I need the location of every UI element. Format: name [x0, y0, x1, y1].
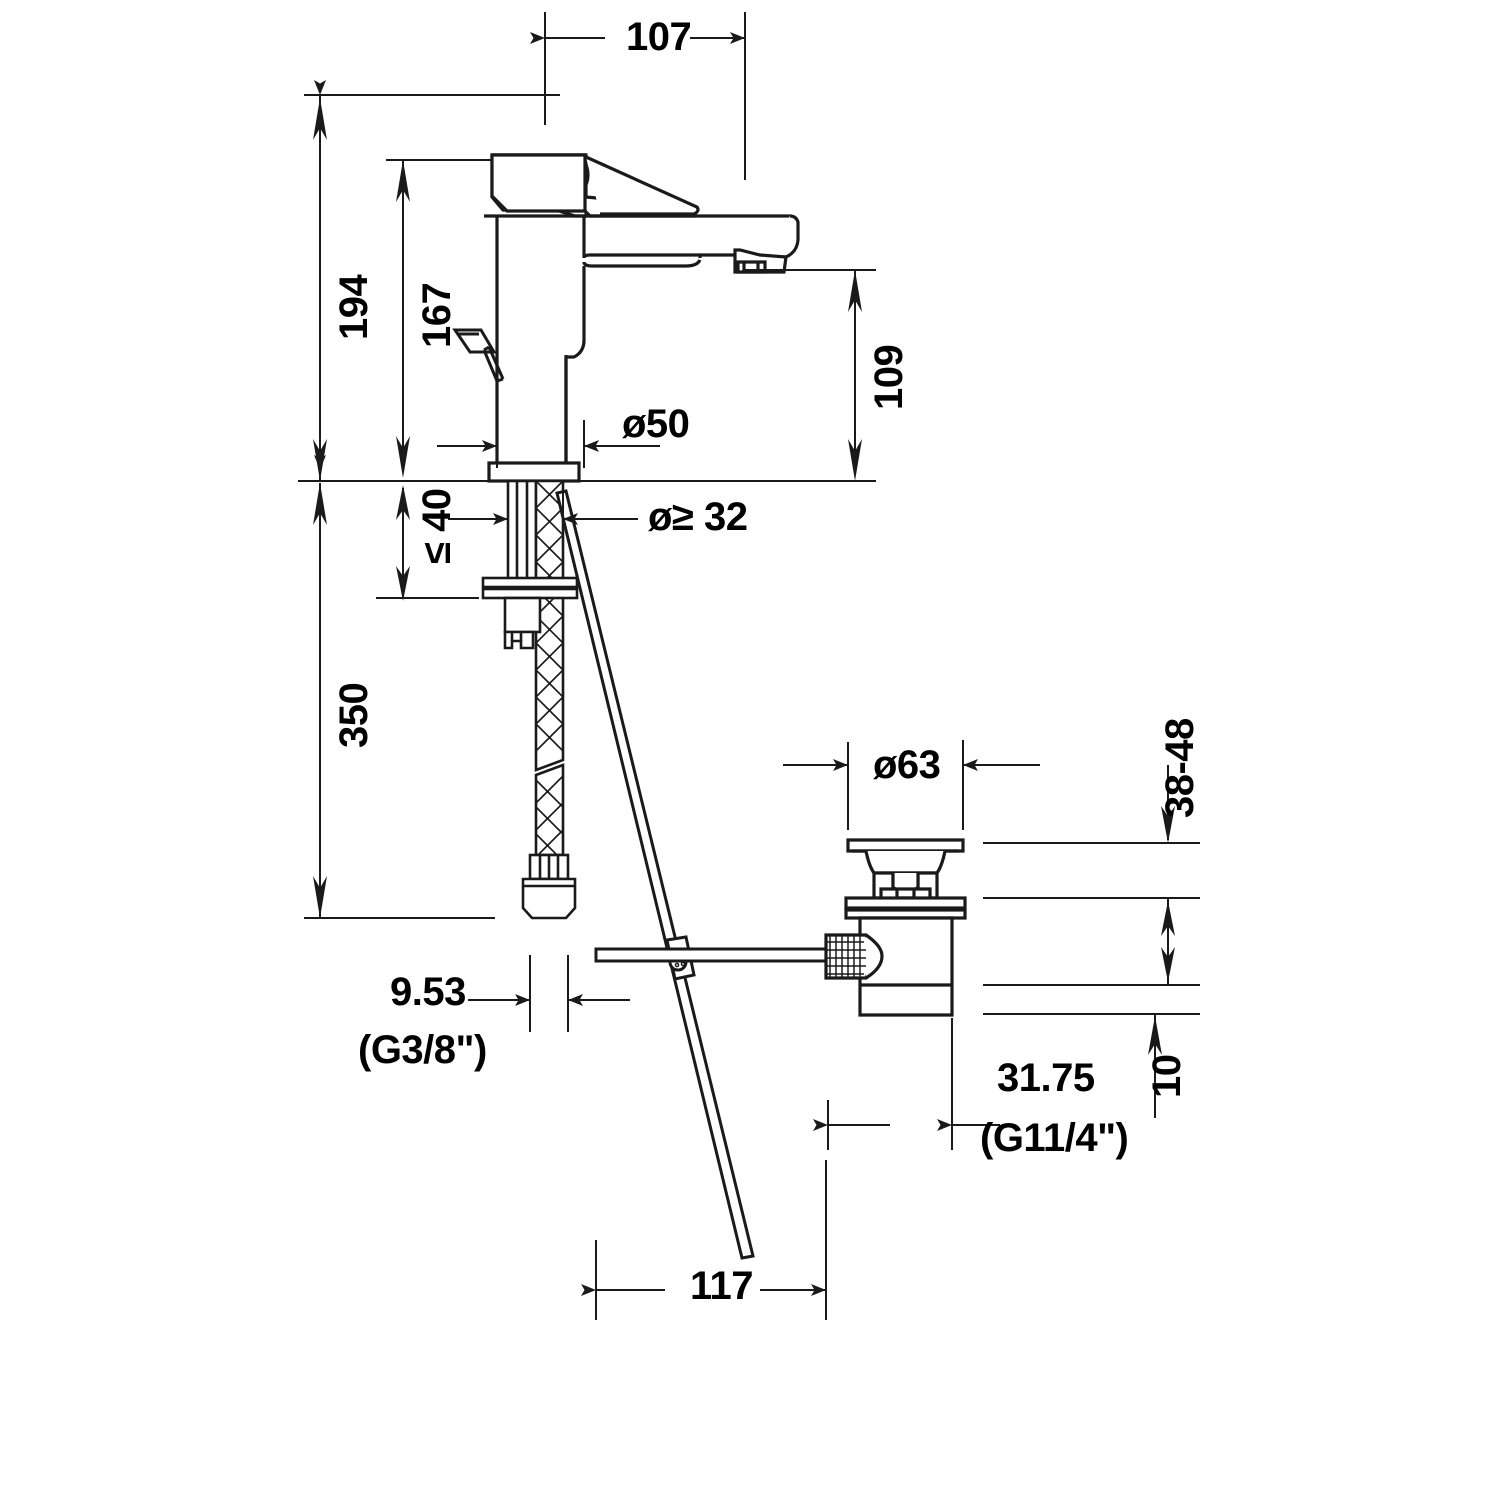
- dimension-label-g38: (G3/8"): [358, 1028, 487, 1072]
- dimension-label-117: 117: [690, 1264, 754, 1308]
- dimension-label-9-53: 9.53: [390, 970, 466, 1014]
- dimension-label-max-40: ≤ 40: [415, 488, 459, 564]
- dimension-label-diameter-50: ø50: [622, 402, 690, 446]
- dimension-label-194: 194: [332, 274, 376, 340]
- dimension-label-hole-diameter: ø≥ 32: [648, 495, 748, 539]
- dimension-label-109: 109: [867, 344, 911, 410]
- dimension-label-350: 350: [332, 682, 376, 748]
- dimension-label-167: 167: [415, 282, 459, 348]
- dimension-label-g114: (G11/4"): [980, 1116, 1129, 1160]
- dimension-label-10: 10: [1145, 1054, 1189, 1099]
- dimension-label-31-75: 31.75: [997, 1056, 1095, 1100]
- dimension-label-38-48: 38-48: [1158, 718, 1202, 818]
- dimension-label-diameter-63: ø63: [873, 743, 941, 787]
- dimension-label-107: 107: [626, 15, 692, 59]
